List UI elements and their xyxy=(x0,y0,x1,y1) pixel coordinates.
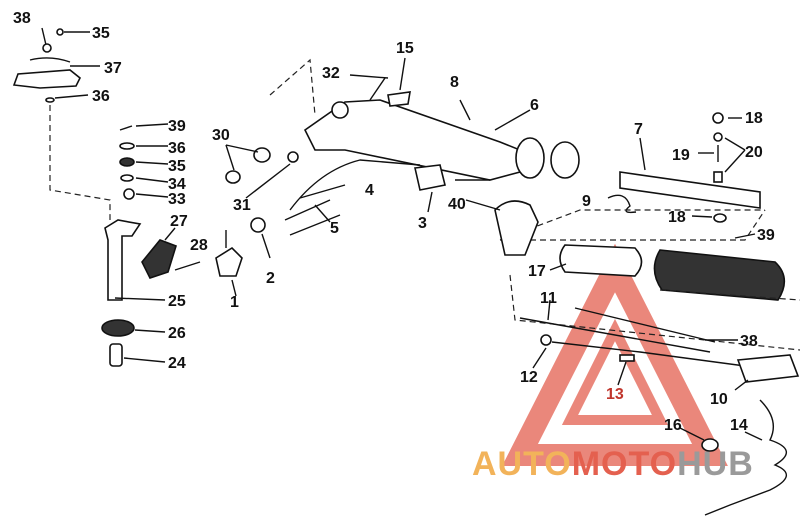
callout-24: 24 xyxy=(168,355,186,372)
shift-assembly xyxy=(12,27,243,367)
callout-11: 11 xyxy=(540,290,557,307)
callout-3: 3 xyxy=(418,215,427,232)
callout-labels: 38 35 37 36 39 36 35 34 33 27 28 25 26 2… xyxy=(13,10,775,434)
callout-1: 1 xyxy=(230,294,239,311)
callout-27: 27 xyxy=(170,213,188,230)
callout-19: 19 xyxy=(672,147,690,164)
callout-31: 37 xyxy=(104,60,122,77)
callout-21: 30 xyxy=(212,127,230,144)
watermark-hub: HUB xyxy=(677,445,754,483)
watermark-auto: AUTO xyxy=(472,445,572,483)
callout-14: 14 xyxy=(730,417,748,434)
callout-10: 10 xyxy=(710,391,728,408)
callout-33: 33 xyxy=(168,191,186,208)
callout-4: 4 xyxy=(365,182,374,199)
callout-13: 13 xyxy=(606,386,624,403)
callout-28: 28 xyxy=(190,237,208,254)
callout-36: 36 xyxy=(168,140,186,157)
watermark-moto: MOTO xyxy=(572,445,677,483)
callout-9: 9 xyxy=(582,193,591,210)
callout-17: 17 xyxy=(528,263,546,280)
callout-23: 32 xyxy=(322,65,340,82)
callout-39: 39 xyxy=(757,227,775,244)
callout-6: 6 xyxy=(530,97,539,114)
callout-15: 15 xyxy=(396,40,414,57)
callout-32: 38 xyxy=(13,10,31,27)
callout-2: 2 xyxy=(266,270,275,287)
throttle-grip xyxy=(465,112,800,516)
callout-29: 35 xyxy=(92,25,110,42)
callout-38: 38 xyxy=(740,333,758,350)
callout-25: 25 xyxy=(168,293,186,310)
tiller-arm xyxy=(225,57,580,259)
callout-7: 7 xyxy=(634,121,643,138)
callout-12: 12 xyxy=(520,369,538,386)
callout-16: 16 xyxy=(664,417,682,434)
callout-30: 36 xyxy=(92,88,110,105)
callout-22: 31 xyxy=(233,197,251,214)
callout-20: 20 xyxy=(745,144,763,161)
callout-8: 8 xyxy=(450,74,459,91)
callout-18-top: 18 xyxy=(745,110,763,127)
callout-34: 34 xyxy=(168,176,186,193)
callout-5: 5 xyxy=(330,220,339,237)
watermark-logo xyxy=(502,243,728,466)
callout-18-bottom: 18 xyxy=(668,209,686,226)
callout-35: 35 xyxy=(168,158,186,175)
callout-37: 39 xyxy=(168,118,186,135)
watermark-text: AUTOMOTOHUB xyxy=(472,445,754,483)
callout-40: 40 xyxy=(448,196,466,213)
callout-26: 26 xyxy=(168,325,186,342)
